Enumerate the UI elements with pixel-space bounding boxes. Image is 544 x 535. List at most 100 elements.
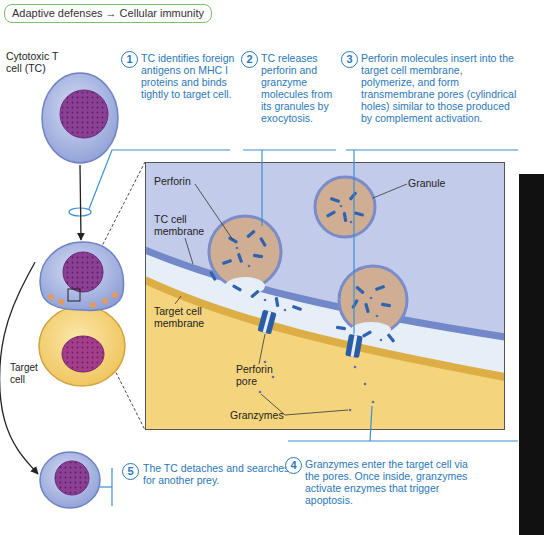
bound-cell-pair: [48, 294, 54, 300]
step-text: TC releases perforin and granzyme molecu…: [261, 52, 341, 124]
membrane-inset: [248, 265, 251, 268]
inset-panel: PerforinTC cell membraneGranuleTarget ce…: [145, 162, 505, 430]
membrane-inset: [336, 326, 346, 331]
membrane-inset: [209, 191, 395, 343]
node-label: Cytotoxic T cell (TC): [6, 50, 72, 74]
membrane-inset: [351, 335, 358, 357]
dark-bar: [519, 174, 544, 535]
node-label: Granzymes: [230, 409, 300, 421]
detached-t-cell: [55, 461, 89, 495]
membrane-inset: [145, 162, 505, 430]
membrane-inset: [362, 330, 372, 338]
membrane-inset: [370, 297, 373, 300]
node-label: The TC detaches and searches for another…: [143, 462, 293, 486]
membrane-inset: [232, 284, 242, 292]
membrane-inset: [264, 299, 267, 302]
bound-cell-pair: [90, 302, 96, 308]
membrane-inset: [246, 230, 256, 239]
heading-box: Adaptive defenses → Cellular immunity: [4, 4, 212, 23]
membrane-inset: [209, 271, 217, 281]
step-text: Granzymes enter the target cell via the …: [305, 458, 485, 506]
flow-arrow: [0, 262, 38, 474]
membrane-inset: [354, 211, 364, 217]
flow-arrow: [80, 165, 81, 240]
bound-cell-pair: [112, 292, 118, 298]
membrane-inset: [236, 205, 383, 412]
bound-cell-pair: [48, 292, 118, 308]
node-label: Perforin pore: [236, 363, 286, 387]
membrane-inset: [355, 286, 365, 295]
bracket-ring: [69, 208, 91, 216]
cytotoxic-t-cell: [60, 90, 108, 138]
cell-node: The TC detaches and searches for another…: [38, 450, 102, 510]
membrane-inset: [175, 296, 181, 304]
leader-line: [288, 440, 518, 441]
membrane-inset: [285, 410, 348, 415]
leader-line: [353, 150, 354, 334]
step-text: TC identifies foreign antigens on MHC I …: [141, 52, 236, 100]
membrane-inset: [275, 297, 280, 307]
membrane-inset: [237, 253, 243, 263]
node-label: Target cell membrane: [154, 305, 206, 329]
membrane-inset: [236, 247, 239, 250]
callout-number: 4: [285, 457, 302, 474]
detached-t-cell: [40, 452, 100, 508]
membrane-inset: [145, 250, 505, 337]
leader-line: [100, 486, 112, 487]
membrane-inset: [354, 366, 357, 369]
membrane-inset: [250, 290, 260, 299]
membrane-inset: [372, 401, 375, 404]
membrane-inset: [345, 334, 363, 358]
membrane-inset: [292, 305, 302, 311]
membrane-inset: [375, 285, 385, 291]
membrane-inset: [259, 237, 267, 247]
membrane-inset: [380, 339, 383, 342]
node-label: TC cell membrane: [154, 213, 206, 237]
node-label: Target cell: [10, 362, 44, 386]
membrane-inset: [376, 315, 379, 318]
bound-cell-pair: [102, 298, 108, 304]
membrane-inset: [257, 310, 276, 335]
cytotoxic-t-cell: [42, 73, 118, 163]
membrane-inset: [222, 259, 232, 265]
detached-t-cell: [38, 450, 102, 510]
membrane-inset: [345, 334, 363, 358]
callout-number: 2: [241, 51, 258, 68]
cytotoxic-t-cell: [40, 70, 120, 165]
membrane-inset: [381, 303, 391, 308]
leader-line: [69, 150, 518, 506]
membrane-inset: [263, 311, 272, 333]
bound-cell-pair: [40, 242, 123, 310]
membrane-inset: [350, 221, 353, 224]
leader-line: [346, 149, 518, 150]
bound-cell-pair: [63, 252, 103, 292]
membrane-inset: [315, 177, 375, 237]
membrane-inset: [185, 238, 193, 264]
leader-line: [261, 150, 262, 226]
membrane-inset: [330, 197, 340, 203]
membrane-inset: [340, 205, 343, 208]
bound-cell-pair: [58, 299, 64, 305]
bound-cell-pair: [35, 240, 127, 388]
cell-pair-node: Target cell: [35, 240, 127, 388]
membrane-inset: [343, 212, 348, 222]
membrane-inset: [326, 210, 336, 218]
membrane-inset: [259, 391, 262, 394]
membrane-inset: [387, 333, 396, 343]
leader-line: [370, 406, 372, 441]
membrane-inset: [364, 383, 367, 386]
leader-line: [111, 468, 112, 506]
leader-line: [243, 149, 336, 150]
step-text: Perforin molecules insert into the targe…: [361, 52, 517, 124]
membrane-inset: [272, 376, 275, 379]
bound-cell-pair: [62, 336, 104, 372]
bound-cell-pair: [68, 289, 80, 301]
membrane-inset: [259, 334, 265, 364]
membrane-inset: [253, 254, 263, 259]
membrane-inset: [351, 299, 359, 309]
membrane-inset: [264, 361, 267, 364]
membrane-inset: [145, 162, 505, 430]
